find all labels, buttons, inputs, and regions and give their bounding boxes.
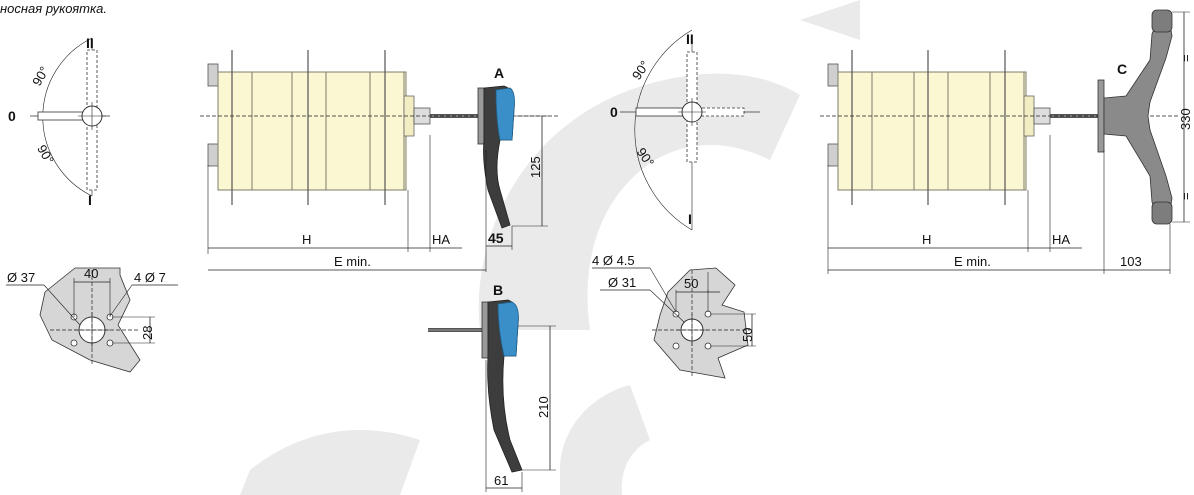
position-dial-left: II 0 I 90° 90°: [8, 35, 110, 208]
watermark: [240, 0, 860, 495]
switch-body-a: [200, 50, 560, 205]
handle-a: A: [477, 65, 515, 229]
dim-4phi7: 4 Ø 7: [134, 270, 166, 285]
eq-bottom: =: [1178, 192, 1193, 200]
pos-I-label-left: I: [88, 192, 92, 208]
pos-I-label-center: I: [688, 211, 692, 227]
angle-90-top-center: 90°: [629, 58, 653, 83]
dim-125: 125: [528, 156, 543, 178]
dim-61: 61: [494, 473, 508, 488]
dim-E-min-c: E min.: [954, 254, 991, 269]
dim-210: 210: [536, 396, 551, 418]
pos-0-label-left: 0: [8, 108, 16, 124]
dim-HA-a: HA: [432, 232, 450, 247]
pos-II-label-left: II: [86, 35, 94, 51]
dim-50-top: 50: [684, 276, 698, 291]
dim-4phi45: 4 Ø 4.5: [592, 253, 635, 268]
dim-28: 28: [140, 326, 155, 340]
mounting-plate-center: 50 4 Ø 4.5 Ø 31 50: [592, 253, 756, 379]
dim-HA-c: HA: [1052, 232, 1070, 247]
switch-body-c: [820, 50, 1180, 205]
mounting-plate-left: 40 Ø 37 4 Ø 7 28: [6, 266, 178, 373]
handwheel-c: C = 330 =: [1097, 9, 1193, 225]
label-b: B: [493, 282, 503, 298]
dim-phi37: Ø 37: [7, 270, 35, 285]
handle-b: B 210 61: [428, 282, 556, 492]
dim-E-min-a: E min.: [334, 254, 371, 269]
label-c: C: [1117, 61, 1127, 77]
dimensions-a: H HA E min. 125 45: [207, 115, 548, 272]
dim-phi31: Ø 31: [608, 275, 636, 290]
label-a: A: [494, 65, 504, 81]
dimensions-c: H HA E min. 103: [827, 135, 1171, 274]
dim-40: 40: [84, 266, 98, 281]
dim-H-a: H: [302, 232, 311, 247]
dim-330: 330: [1178, 108, 1193, 130]
dim-H-c: H: [922, 232, 931, 247]
dim-103: 103: [1120, 254, 1142, 269]
angle-90-bottom-left: 90°: [34, 142, 57, 167]
dim-45: 45: [488, 230, 504, 246]
dim-50-side: 50: [740, 328, 755, 342]
pos-II-label-center: II: [686, 31, 694, 47]
caption-text: носная рукоятка.: [0, 1, 107, 16]
position-dial-center: II 0 I 90° 90°: [610, 29, 760, 231]
pos-0-label-center: 0: [610, 104, 618, 120]
eq-top: =: [1178, 54, 1193, 62]
angle-90-top-left: 90°: [29, 64, 52, 89]
